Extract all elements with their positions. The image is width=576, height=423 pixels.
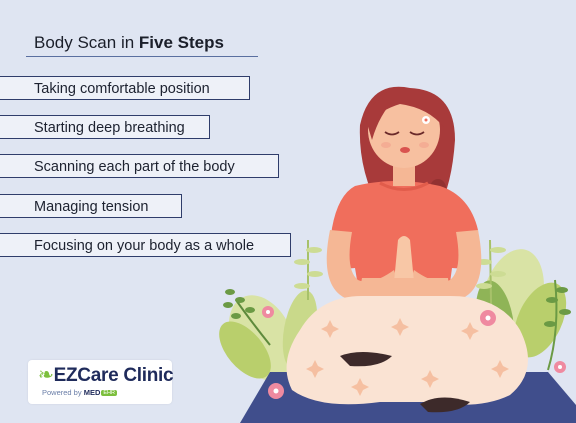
page-title: Body Scan in Five Steps (34, 33, 224, 53)
logo-name-text: EZCare Clinic (53, 365, 174, 386)
powered-by-text: Powered by (42, 388, 82, 397)
right-foot-icon (420, 397, 470, 413)
left-foot-icon (340, 352, 392, 367)
step-label: Starting deep breathing (34, 120, 185, 136)
hair-clip-icon (422, 116, 430, 124)
logo-name: ❧EZCare Clinic (38, 364, 174, 387)
step-label: Taking comfortable position (34, 81, 210, 97)
prayer-hands-icon (394, 236, 414, 282)
logo-tag: EHR (101, 390, 117, 397)
pants-icon (286, 296, 528, 405)
title-prefix: Body Scan in (34, 33, 139, 52)
step-item: Taking comfortable position (0, 76, 250, 100)
step-item: Focusing on your body as a whole (0, 233, 291, 257)
title-bold: Five Steps (138, 33, 224, 52)
title-underline (26, 56, 258, 57)
leaf-icon: ❧ (38, 365, 54, 386)
step-item: Scanning each part of the body (0, 154, 279, 178)
flower-icon (262, 306, 566, 399)
step-item: Starting deep breathing (0, 115, 210, 139)
step-item: Managing tension (0, 194, 182, 218)
powered-brand: MED (83, 388, 101, 397)
step-label: Scanning each part of the body (34, 159, 235, 175)
step-label: Managing tension (34, 199, 149, 215)
step-label: Focusing on your body as a whole (34, 238, 255, 254)
face-icon (368, 92, 440, 168)
